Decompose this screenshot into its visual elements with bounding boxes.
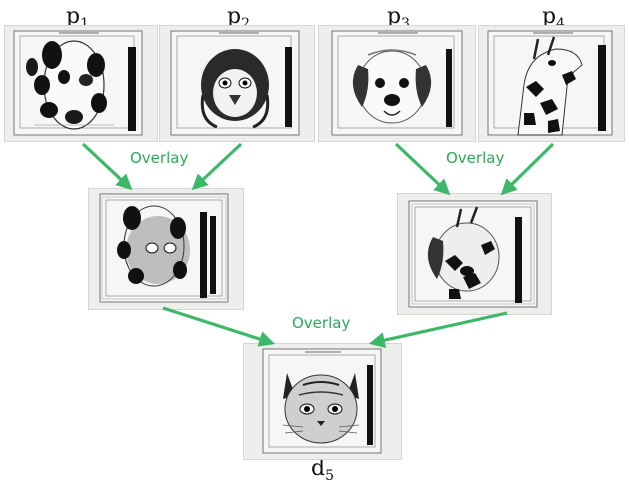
photo-p3-dog bbox=[318, 25, 476, 142]
arrow-overlay-right-to-d5 bbox=[368, 311, 508, 349]
label-d5: d5 bbox=[311, 456, 335, 484]
photo-p1-giraffe bbox=[4, 25, 158, 142]
arrow-overlay-left-to-d5 bbox=[162, 306, 276, 347]
arrow-p4-to-overlay bbox=[500, 142, 555, 196]
label-p1: p1 bbox=[66, 4, 90, 32]
photo-p2-penguin bbox=[159, 25, 315, 142]
photo-d5-cat bbox=[243, 343, 402, 460]
overlay-label-left: Overlay bbox=[130, 149, 189, 167]
overlay-label-right: Overlay bbox=[446, 149, 505, 167]
label-p4: p4 bbox=[542, 4, 566, 32]
label-p2: p2 bbox=[227, 4, 251, 32]
arrow-p3-to-overlay bbox=[394, 142, 451, 196]
arrow-p2-to-overlay bbox=[191, 142, 243, 191]
arrow-p1-to-overlay bbox=[81, 142, 133, 191]
photo-overlay-p3-p4 bbox=[397, 193, 552, 315]
photo-p4-giraffe bbox=[478, 25, 625, 142]
photo-overlay-p1-p2 bbox=[88, 188, 244, 310]
label-p3: p3 bbox=[387, 4, 411, 32]
overlay-label-bottom: Overlay bbox=[292, 314, 351, 332]
